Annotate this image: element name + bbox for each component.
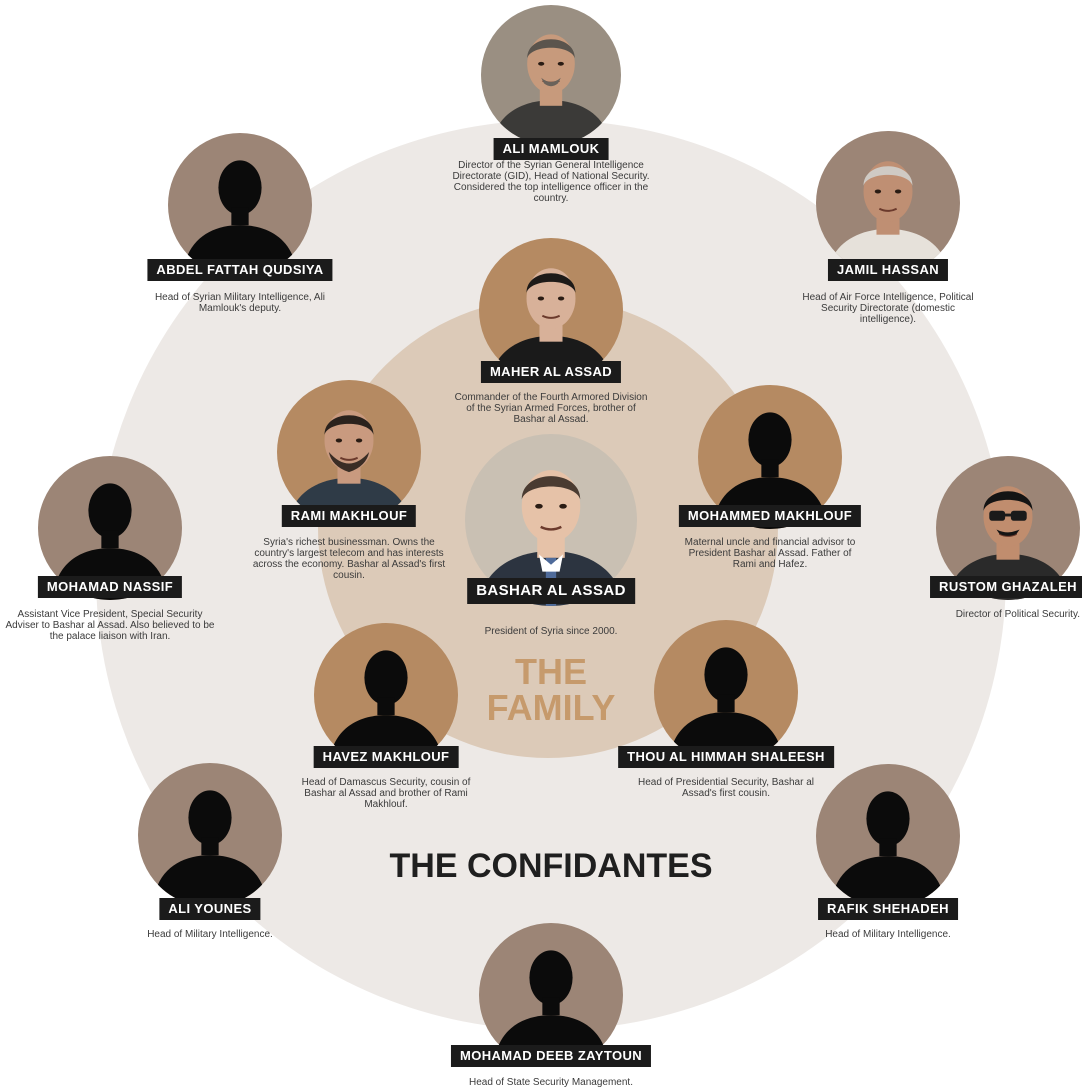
family-title-line: THE bbox=[515, 651, 587, 692]
ali-mamlouk-description: Director of the Syrian General Intellige… bbox=[452, 160, 650, 204]
rafik-shehadeh-portrait bbox=[816, 764, 960, 908]
thou-al-himmah-shaleesh-name: THOU AL HIMMAH SHALEESH bbox=[618, 746, 834, 768]
maher-al-assad-name: MAHER AL ASSAD bbox=[480, 361, 622, 383]
mohamad-nassif-name: MOHAMAD NASSIF bbox=[37, 576, 183, 598]
rami-makhlouf-portrait bbox=[277, 380, 421, 524]
mohamad-deeb-zaytoun-description: Head of State Security Management. bbox=[469, 1077, 633, 1088]
rafik-shehadeh-name: RAFIK SHEHADEH bbox=[818, 898, 958, 920]
mohamad-deeb-zaytoun-name: MOHAMAD DEEB ZAYTOUN bbox=[450, 1045, 652, 1067]
jamil-hassan-photo bbox=[816, 131, 960, 275]
rami-makhlouf-photo bbox=[277, 380, 421, 524]
silhouette-icon bbox=[816, 764, 960, 908]
abdel-fattah-qudsiya-name: ABDEL FATTAH QUDSIYA bbox=[147, 259, 333, 281]
maher-al-assad-photo bbox=[479, 238, 623, 382]
thou-al-himmah-shaleesh-description: Head of Presidential Security, Bashar al… bbox=[637, 777, 814, 799]
ali-mamlouk-photo bbox=[481, 5, 621, 145]
silhouette-icon bbox=[654, 620, 798, 764]
ali-younes-description: Head of Military Intelligence. bbox=[147, 929, 273, 940]
rami-makhlouf-name: RAMI MAKHLOUF bbox=[281, 505, 417, 527]
ali-younes-portrait bbox=[138, 763, 282, 907]
ali-mamlouk-name: ALI MAMLOUK bbox=[493, 138, 609, 160]
rami-makhlouf-description: Syria's richest businessman. Owns the co… bbox=[252, 537, 446, 581]
abdel-fattah-qudsiya-description: Head of Syrian Military Intelligence, Al… bbox=[154, 292, 326, 314]
jamil-hassan-name: JAMIL HASSAN bbox=[827, 259, 949, 281]
jamil-hassan-description: Head of Air Force Intelligence, Politica… bbox=[802, 292, 974, 325]
silhouette-icon bbox=[138, 763, 282, 907]
rustom-ghazaleh-name: RUSTOM GHAZALEH bbox=[930, 576, 1082, 598]
mohamad-nassif-description: Assistant Vice President, Special Securi… bbox=[5, 609, 215, 642]
confidantes-title: THE CONFIDANTES bbox=[389, 847, 713, 885]
bashar-al-assad-description: President of Syria since 2000. bbox=[484, 626, 618, 637]
bashar-al-assad-name: BASHAR AL ASSAD bbox=[467, 578, 635, 604]
jamil-hassan-portrait bbox=[816, 131, 960, 275]
rafik-shehadeh-description: Head of Military Intelligence. bbox=[825, 929, 951, 940]
ali-younes-name: ALI YOUNES bbox=[159, 898, 261, 920]
havez-makhlouf-description: Head of Damascus Security, cousin of Bas… bbox=[301, 777, 471, 810]
mohammed-makhlouf-description: Maternal uncle and financial advisor to … bbox=[684, 537, 856, 570]
rustom-ghazaleh-description: Director of Political Security. bbox=[955, 609, 1080, 620]
thou-al-himmah-shaleesh-portrait bbox=[654, 620, 798, 764]
maher-al-assad-portrait bbox=[479, 238, 623, 382]
family-title-line: FAMILY bbox=[486, 687, 616, 728]
silhouette-icon bbox=[168, 133, 312, 277]
maher-al-assad-description: Commander of the Fourth Armored Division… bbox=[454, 392, 648, 425]
abdel-fattah-qudsiya-portrait bbox=[168, 133, 312, 277]
havez-makhlouf-name: HAVEZ MAKHLOUF bbox=[313, 746, 459, 768]
ali-mamlouk-portrait bbox=[481, 5, 621, 145]
mohammed-makhlouf-name: MOHAMMED MAKHLOUF bbox=[678, 505, 862, 527]
